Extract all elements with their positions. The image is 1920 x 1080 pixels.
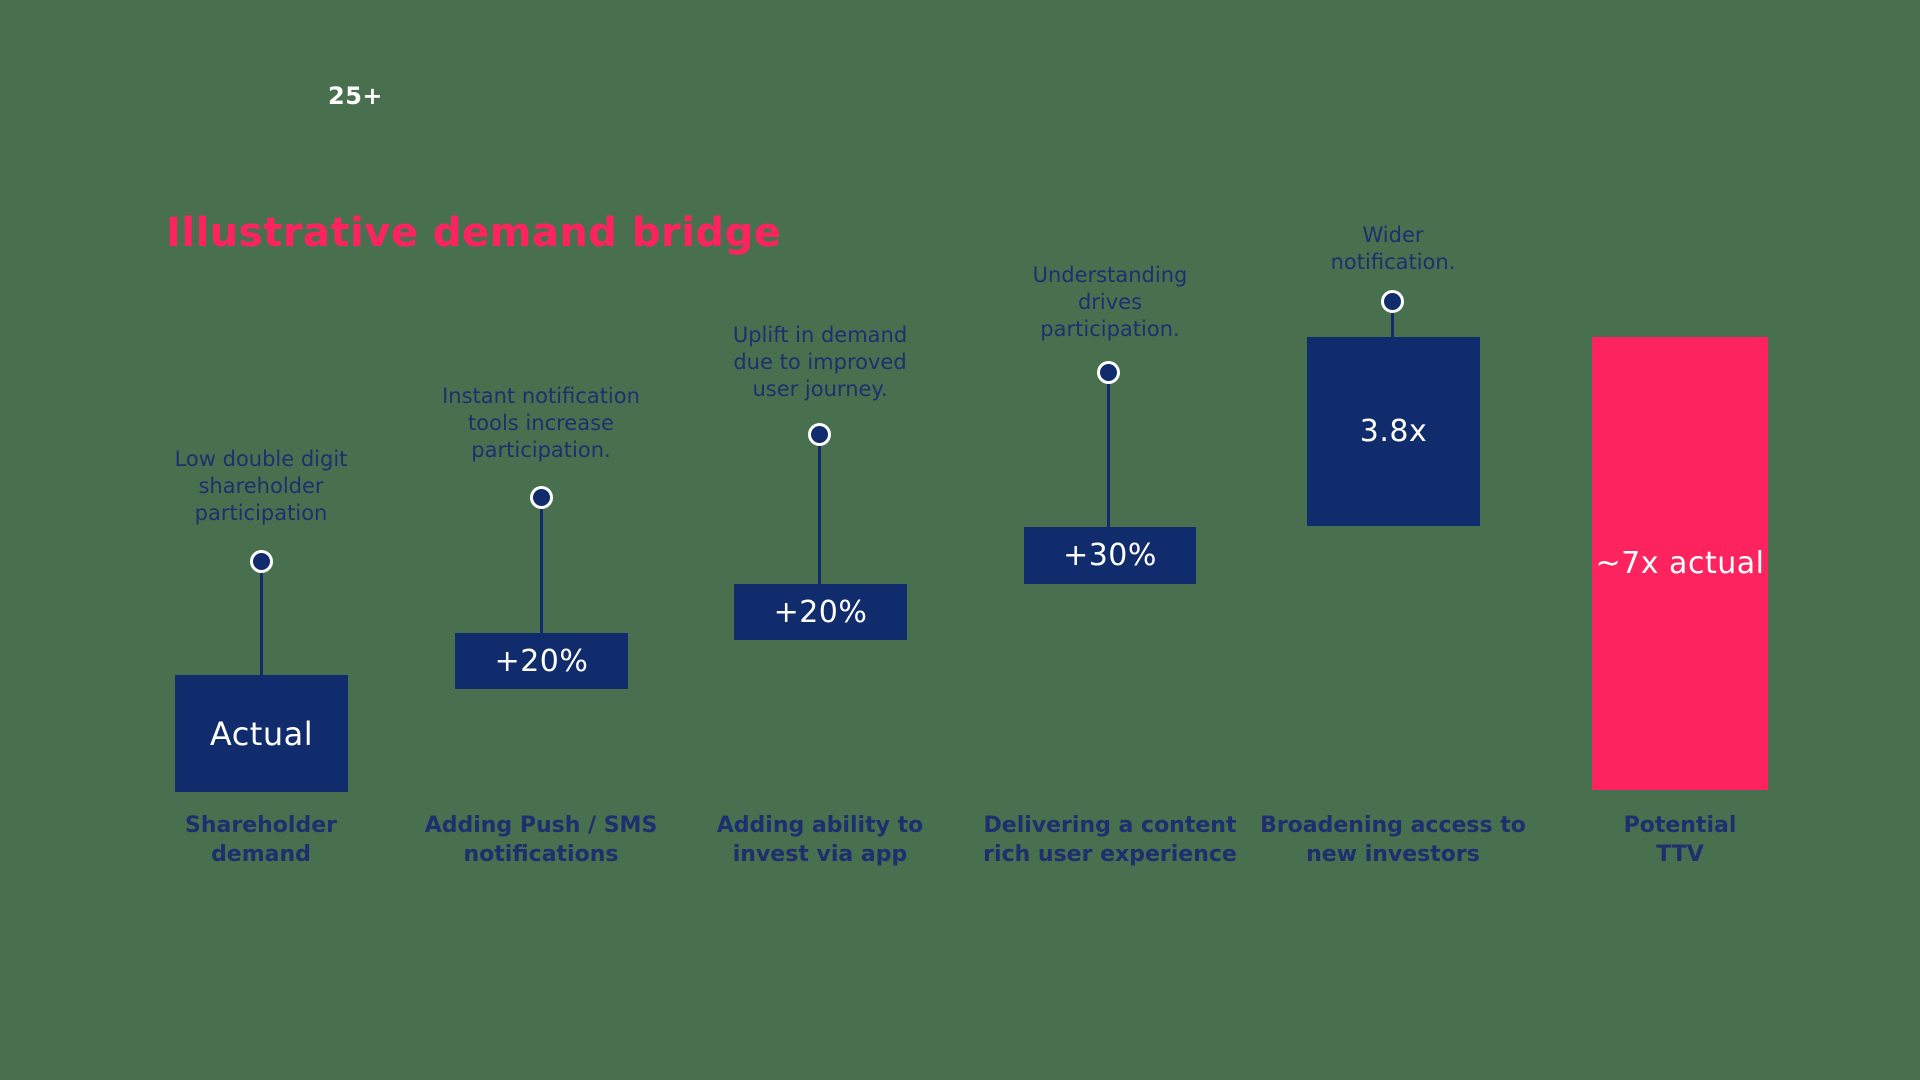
bar-value-label: Actual: [209, 714, 314, 753]
circle-marker-icon: [808, 423, 831, 446]
bar-value-label: +30%: [1063, 538, 1157, 573]
circle-marker-icon: [1381, 290, 1404, 313]
bar-plus20-app: +20%: [734, 584, 907, 640]
category-label-push-sms: Adding Push / SMS notifications: [424, 813, 658, 867]
annotation-invest-via-app: Uplift in demand due to improved user jo…: [732, 323, 908, 401]
bar-plus20-notifications: +20%: [455, 633, 628, 689]
bar-potential-ttv: ~7x actual: [1592, 337, 1768, 790]
connector-line: [1107, 384, 1110, 527]
annotation-shareholder-demand: Low double digit shareholder participati…: [174, 447, 348, 525]
category-label-potential-ttv: Potential TTV: [1623, 813, 1737, 867]
circle-marker-icon: [530, 486, 553, 509]
corner-stat: 25+: [328, 82, 384, 110]
category-label-content-experience: Delivering a content rich user experienc…: [983, 813, 1237, 867]
chart-title: Illustrative demand bridge: [166, 210, 782, 256]
bar-value-label: +20%: [494, 643, 589, 679]
category-label-invest-via-app: Adding ability to invest via app: [716, 813, 924, 867]
annotation-push-sms: Instant notification tools increase part…: [442, 384, 640, 462]
bar-3-8x: 3.8x: [1307, 337, 1480, 526]
bar-value-label: +20%: [773, 594, 868, 630]
bar-value-label: 3.8x: [1359, 414, 1428, 449]
circle-marker-icon: [1097, 361, 1120, 384]
circle-marker-icon: [250, 550, 273, 573]
connector-line: [540, 509, 543, 633]
annotation-wider-notification: Wider notification.: [1330, 223, 1456, 274]
category-label-shareholder-demand: Shareholder demand: [185, 813, 337, 867]
annotation-content-experience: Understanding drives participation.: [1032, 263, 1188, 341]
bar-plus30: +30%: [1024, 527, 1196, 584]
connector-line: [260, 573, 263, 675]
category-label-new-investors: Broadening access to new investors: [1260, 813, 1526, 867]
bar-value-label: ~7x actual: [1595, 546, 1765, 581]
connector-line: [818, 446, 821, 584]
bar-actual: Actual: [175, 675, 348, 792]
connector-line: [1391, 313, 1394, 337]
